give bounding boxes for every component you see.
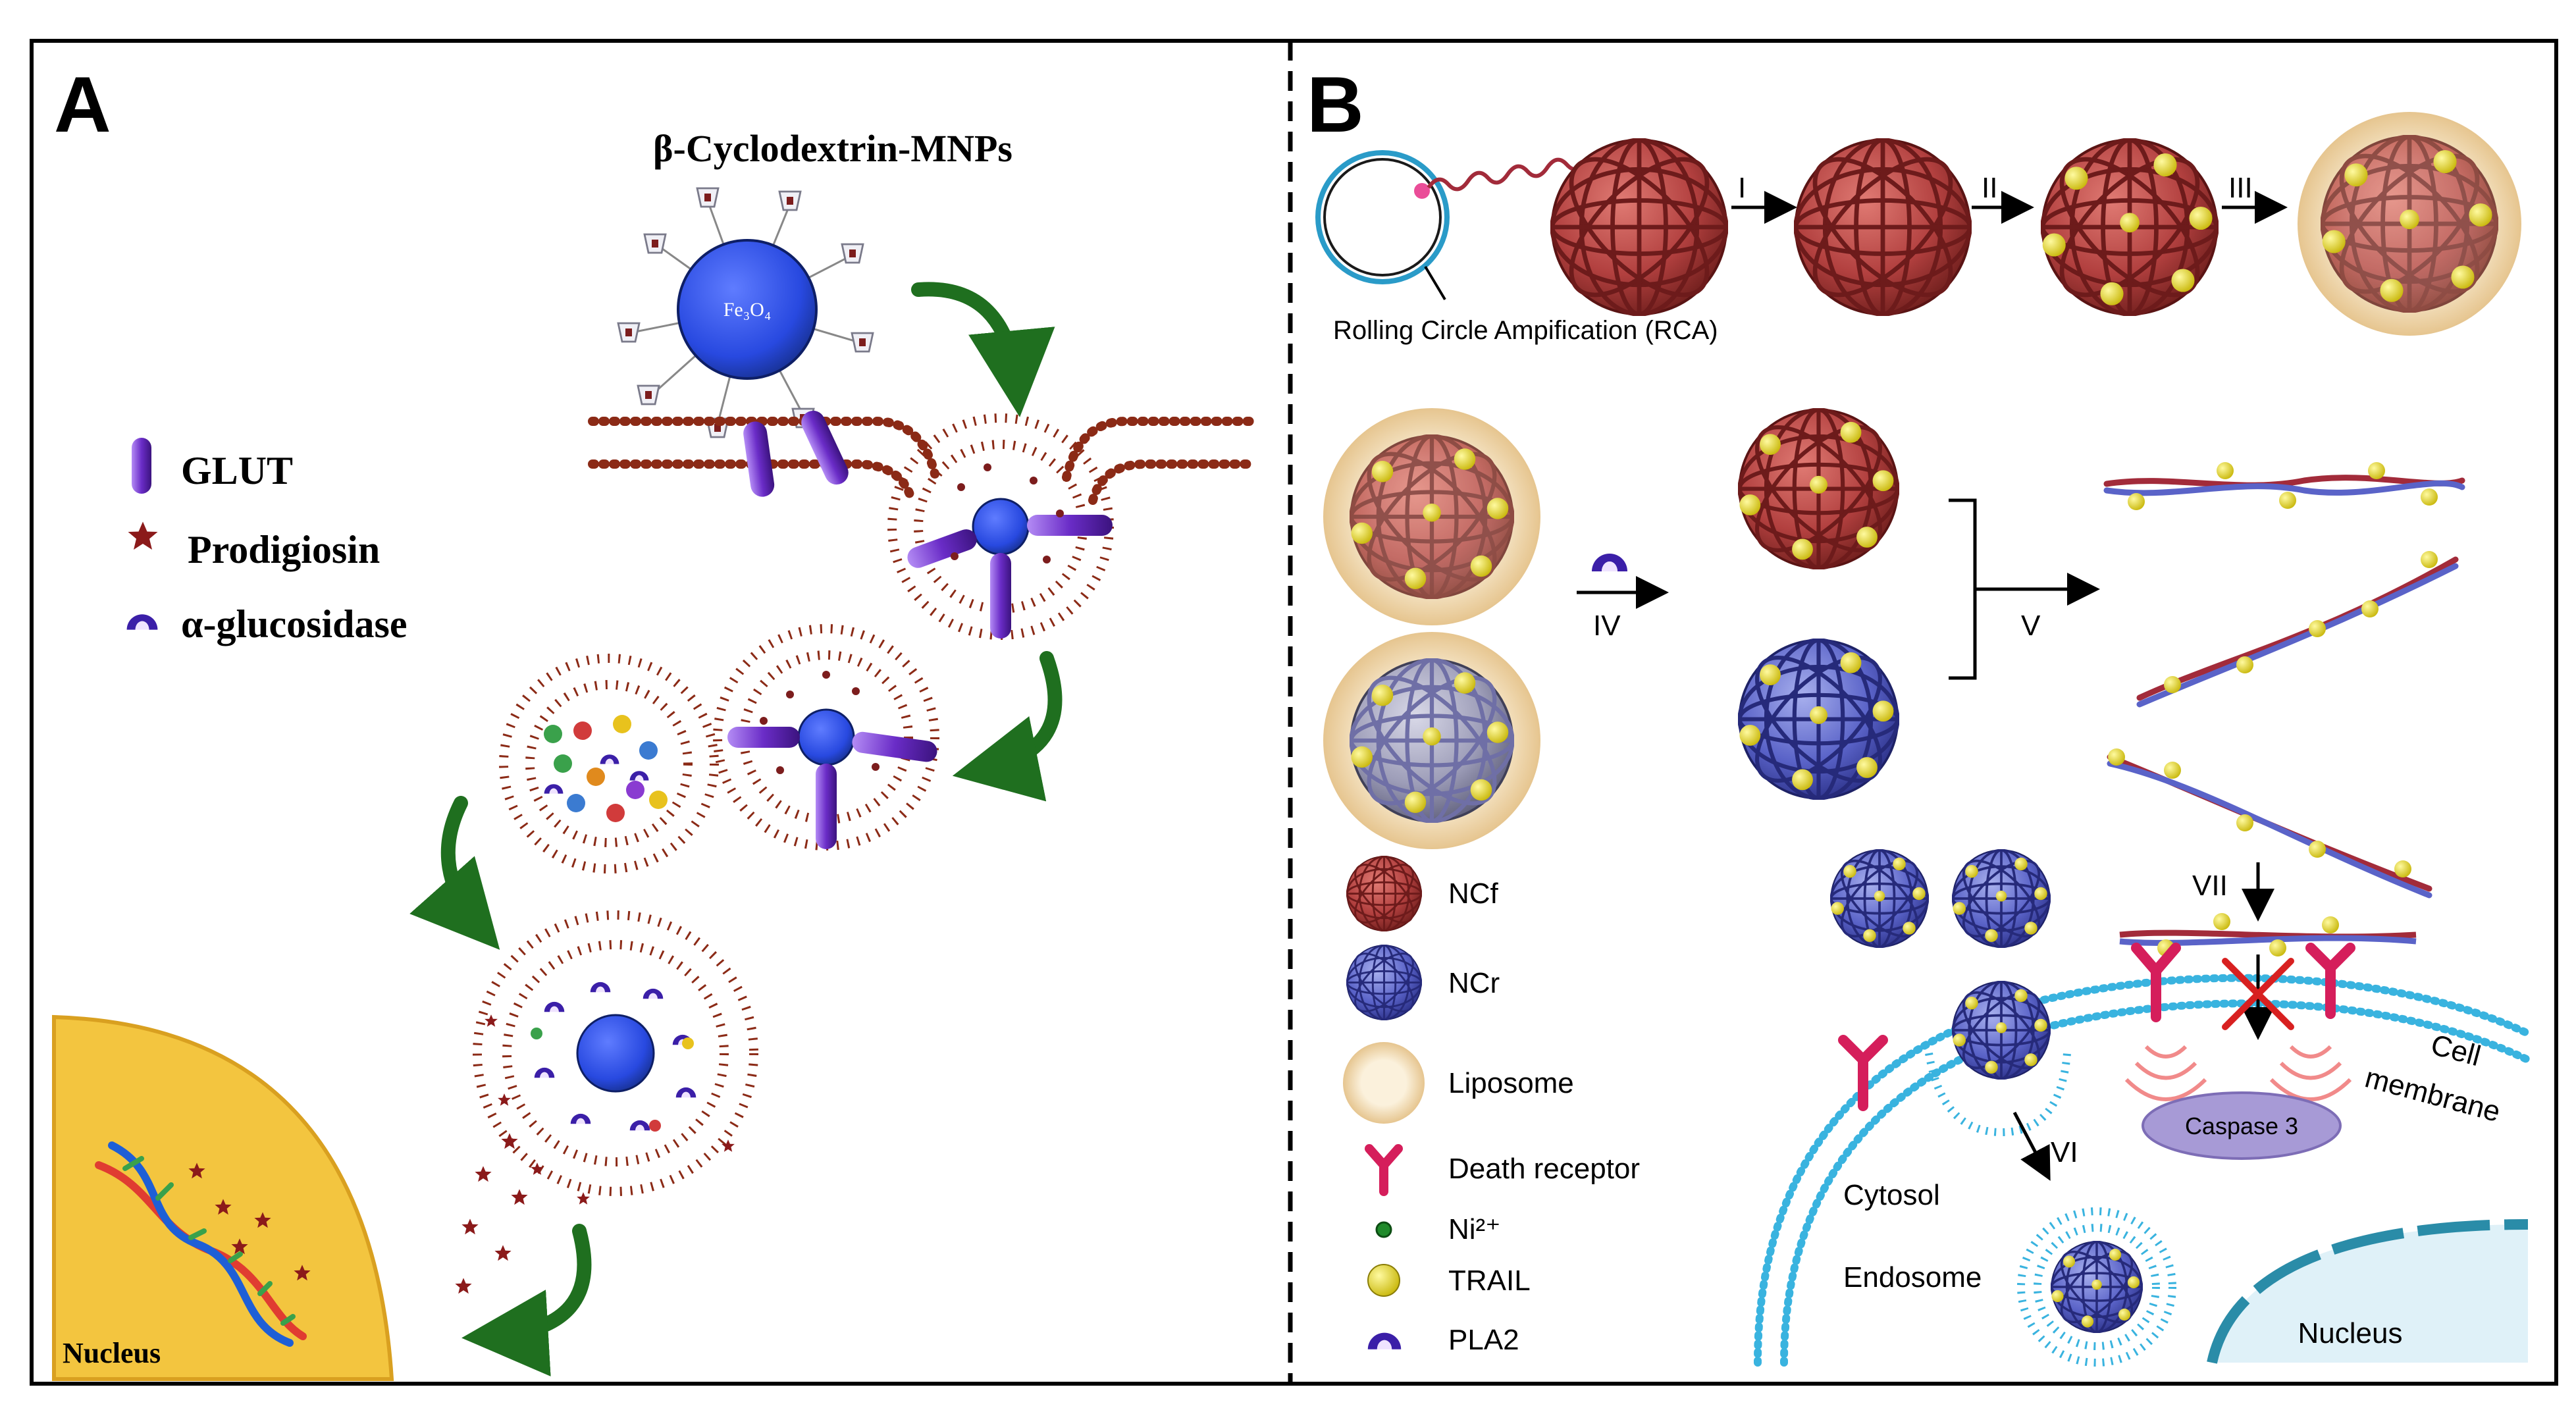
step-vii: VII [2192, 870, 2228, 902]
legend-b: NCf NCr Liposome Death receptor Ni²⁺ TRA… [1343, 856, 1640, 1356]
nanofibers [2103, 462, 2465, 899]
pla2-icon [1367, 1332, 1402, 1349]
cell-membrane-label-2: membrane [2361, 1061, 2504, 1128]
prodigiosin-release [455, 1133, 528, 1294]
mnp-core-label: Fe₃O₄ [723, 299, 772, 321]
liposome-legend-icon [1343, 1042, 1425, 1124]
death-receptors [1838, 943, 2355, 1111]
panel-b: B Rolling Circle Ampification (RCA) I II… [1307, 61, 2532, 1367]
rca-label: Rolling Circle Ampification (RCA) [1333, 316, 1718, 345]
ncf-legend-icon [1346, 856, 1422, 931]
endocytosis-pit [1925, 981, 2071, 1137]
endosome-label: Endosome [1843, 1261, 1982, 1294]
pla2-step-icon [1592, 554, 1627, 571]
cell-membrane-label-1: Cell [2427, 1028, 2484, 1072]
legend-b-trail: TRAIL [1448, 1265, 1531, 1297]
nucleus-a-label: Nucleus [63, 1337, 161, 1369]
legend-b-ni: Ni²⁺ [1448, 1213, 1500, 1245]
star-icon [128, 521, 158, 550]
legend-b-ncr: NCr [1448, 967, 1500, 999]
step-iii: III [2228, 172, 2253, 204]
panel-a: A β-Cyclodextrin-MNPs Fe₃O₄ [52, 61, 1255, 1381]
liposome-ncr [1323, 632, 1540, 849]
nanoclew-red-1 [1549, 137, 1729, 317]
step-iv: IV [1593, 610, 1621, 642]
legend-b-pla2: PLA2 [1448, 1324, 1519, 1356]
mnp-title: β-Cyclodextrin-MNPs [653, 127, 1012, 170]
lysosome-vesicle [499, 654, 719, 874]
endocytic-vesicle [887, 413, 1114, 640]
glut-transporter-icon [132, 438, 151, 494]
fiber-on-membrane [2119, 913, 2417, 956]
legend-a: GLUT Prodigiosin α-glucosidase [126, 438, 407, 646]
panel-a-letter: A [54, 61, 111, 149]
liposome-coated-nc-top [2298, 112, 2521, 336]
blocked-icon [2222, 958, 2294, 1030]
signal-waves [2124, 1045, 2352, 1101]
legend-b-death-receptor: Death receptor [1448, 1153, 1640, 1185]
caspase-3 [2142, 1091, 2342, 1160]
ni-ion-icon [1375, 1221, 1392, 1238]
mnp-core [677, 239, 818, 380]
step-v: V [2021, 610, 2041, 642]
ncr-legend-icon [1346, 945, 1422, 1020]
nucleus-a: Nucleus [52, 1014, 394, 1381]
legend-b-liposome: Liposome [1448, 1067, 1574, 1099]
legend-a-glucosidase: α-glucosidase [181, 602, 407, 646]
caspase-label: Caspase 3 [2185, 1112, 2298, 1139]
death-receptor-icon [1365, 1144, 1403, 1196]
liposome-ncf [1323, 408, 1540, 625]
mnp-vesicle [713, 624, 939, 850]
legend-a-prodigiosin: Prodigiosin [188, 528, 380, 571]
step-vi: VI [2051, 1136, 2078, 1168]
step-i: I [1738, 172, 1746, 204]
glut-transporters [743, 410, 849, 497]
bracket [1949, 498, 1977, 680]
figure-border [30, 39, 2558, 1386]
rca-row: Rolling Circle Ampification (RCA) I II I… [1315, 112, 2521, 345]
circular-template [1315, 150, 1450, 284]
plasma-membrane [588, 417, 1255, 505]
mnp-top: Fe₃O₄ [617, 187, 874, 438]
legend-a-glut: GLUT [181, 449, 293, 492]
endosome [2017, 1207, 2176, 1367]
nanoclew-red-2 [1793, 137, 1972, 317]
nucleus-b-label: Nucleus [2298, 1317, 2403, 1349]
legend-b-ncf: NCf [1448, 877, 1499, 910]
step-ii: II [1982, 172, 1997, 204]
fused-vesicle [473, 910, 758, 1205]
enzyme-icon [126, 614, 158, 630]
trail-icon [1367, 1264, 1400, 1297]
nucleus-b: Nucleus [2207, 1219, 2529, 1364]
green-arrows [409, 282, 1063, 1376]
dna-helix-icon [95, 1141, 307, 1347]
cytosol-label: Cytosol [1843, 1179, 1940, 1211]
panel-b-letter: B [1307, 61, 1364, 149]
